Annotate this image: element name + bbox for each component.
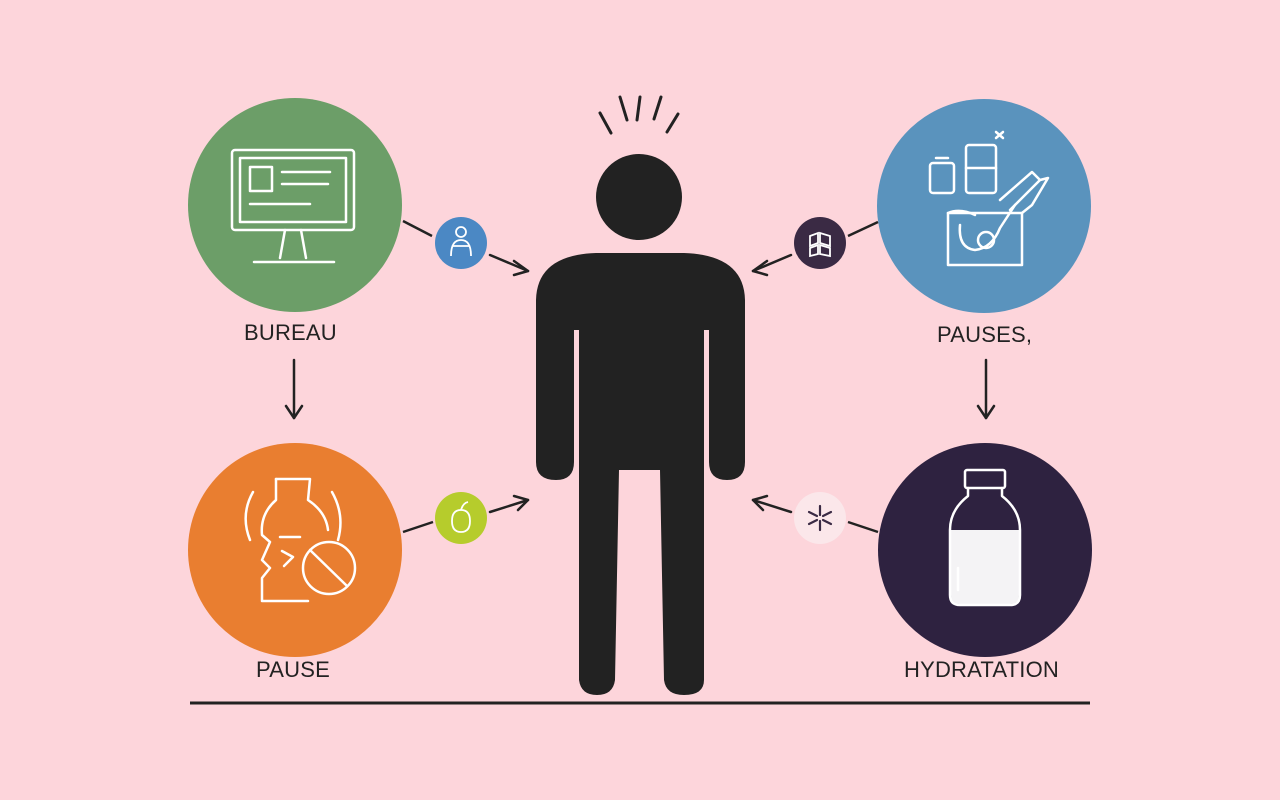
pause-circle	[188, 443, 402, 657]
arrow-to-figure-bottom-right	[751, 494, 793, 514]
label-pauses: PAUSES,	[937, 322, 1033, 347]
arrow-to-figure-top-right	[751, 253, 793, 277]
arrow-to-figure-top-left	[488, 253, 530, 277]
badge-bottom-right	[794, 492, 846, 544]
arrow-down-right	[976, 358, 996, 420]
grid-icon	[809, 231, 831, 258]
label-bureau: BUREAU	[244, 320, 337, 345]
person-figure-icon	[536, 154, 745, 695]
desktop-computer-icon	[230, 148, 356, 264]
bottle-water-fill	[951, 530, 1019, 604]
badge-top-left	[435, 217, 487, 269]
label-hydratation: HYDRATATION	[904, 657, 1059, 682]
arrow-to-figure-bottom-left	[488, 494, 530, 514]
badge-bottom-left	[435, 492, 487, 544]
office-supplies-icon	[928, 130, 1050, 267]
arrow-down-left	[284, 358, 304, 420]
asterisk-icon	[807, 504, 833, 532]
fruit-icon	[451, 501, 471, 533]
pauses-circle	[877, 99, 1091, 313]
person-icon	[450, 226, 472, 257]
stress-lines-icon	[598, 95, 680, 135]
neck-pain-no-icon	[244, 477, 357, 603]
label-pause: PAUSE	[256, 657, 330, 682]
